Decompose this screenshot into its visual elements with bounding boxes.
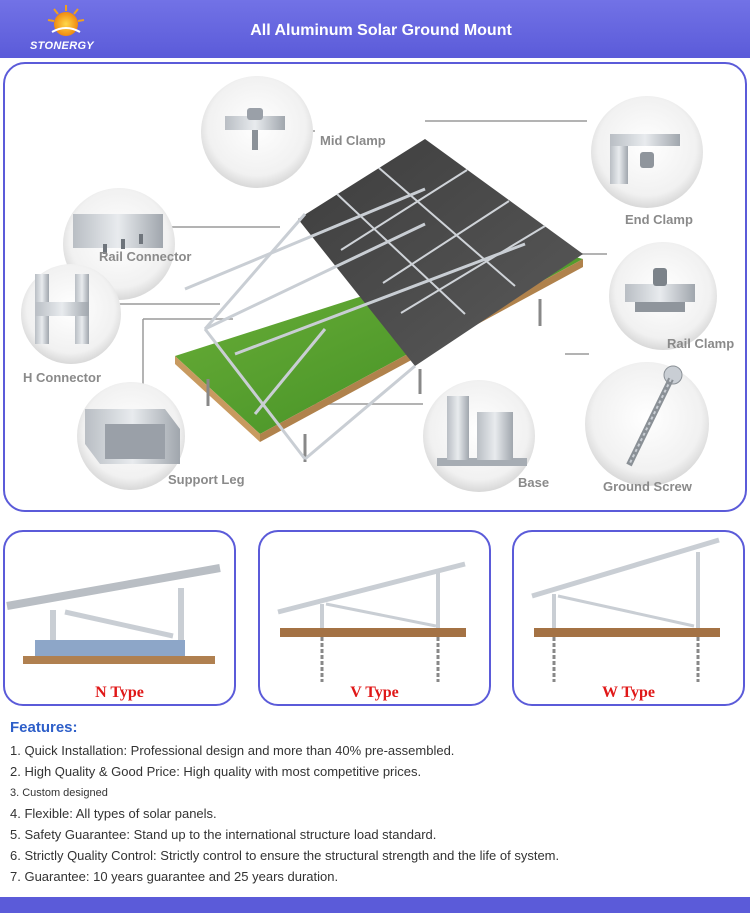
main-diagram-panel: Mid Clamp End Clamp Rail Connector Rail … xyxy=(3,62,747,512)
w-type-panel: W Type xyxy=(512,530,745,706)
feature-item: 1. Quick Installation: Professional desi… xyxy=(10,743,455,758)
label-support-leg: Support Leg xyxy=(168,472,245,487)
ground-mount-illustration xyxy=(21,76,717,492)
feature-item: 6. Strictly Quality Control: Strictly co… xyxy=(10,848,560,863)
v-type-diagram xyxy=(277,561,466,682)
label-end-clamp: End Clamp xyxy=(625,212,693,227)
footer-bar xyxy=(0,897,750,913)
feature-item: 5. Safety Guarantee: Stand up to the int… xyxy=(10,827,437,842)
feature-item: 7. Guarantee: 10 years guarantee and 25 … xyxy=(10,869,339,884)
label-ground-screw: Ground Screw xyxy=(603,479,692,494)
w-type-label: W Type xyxy=(602,684,655,701)
page-title: All Aluminum Solar Ground Mount xyxy=(250,22,512,39)
features-list: 1. Quick Installation: Professional desi… xyxy=(10,742,559,889)
label-rail-connector: Rail Connector xyxy=(99,249,192,264)
feature-item: 2. High Quality & Good Price: High quali… xyxy=(10,764,422,779)
n-type-panel: N Type xyxy=(3,530,236,706)
feature-item: 3. Custom designed xyxy=(10,787,108,799)
v-type-panel: V Type xyxy=(258,530,491,706)
v-type-label: V Type xyxy=(350,684,399,701)
feature-item: 4. Flexible: All types of solar panels. xyxy=(10,806,217,821)
features-title: Features: xyxy=(10,719,78,736)
label-mid-clamp: Mid Clamp xyxy=(320,133,386,148)
label-rail-clamp: Rail Clamp xyxy=(667,336,735,351)
brand-name: STONERGY xyxy=(30,40,94,52)
n-type-label: N Type xyxy=(95,684,144,701)
w-type-diagram xyxy=(531,537,720,682)
header-bar: STONERGY All Aluminum Solar Ground Mount xyxy=(0,0,750,58)
sun-logo-icon xyxy=(47,5,85,36)
label-h-connector: H Connector xyxy=(23,370,101,385)
n-type-diagram xyxy=(6,564,221,664)
label-base: Base xyxy=(518,475,550,490)
